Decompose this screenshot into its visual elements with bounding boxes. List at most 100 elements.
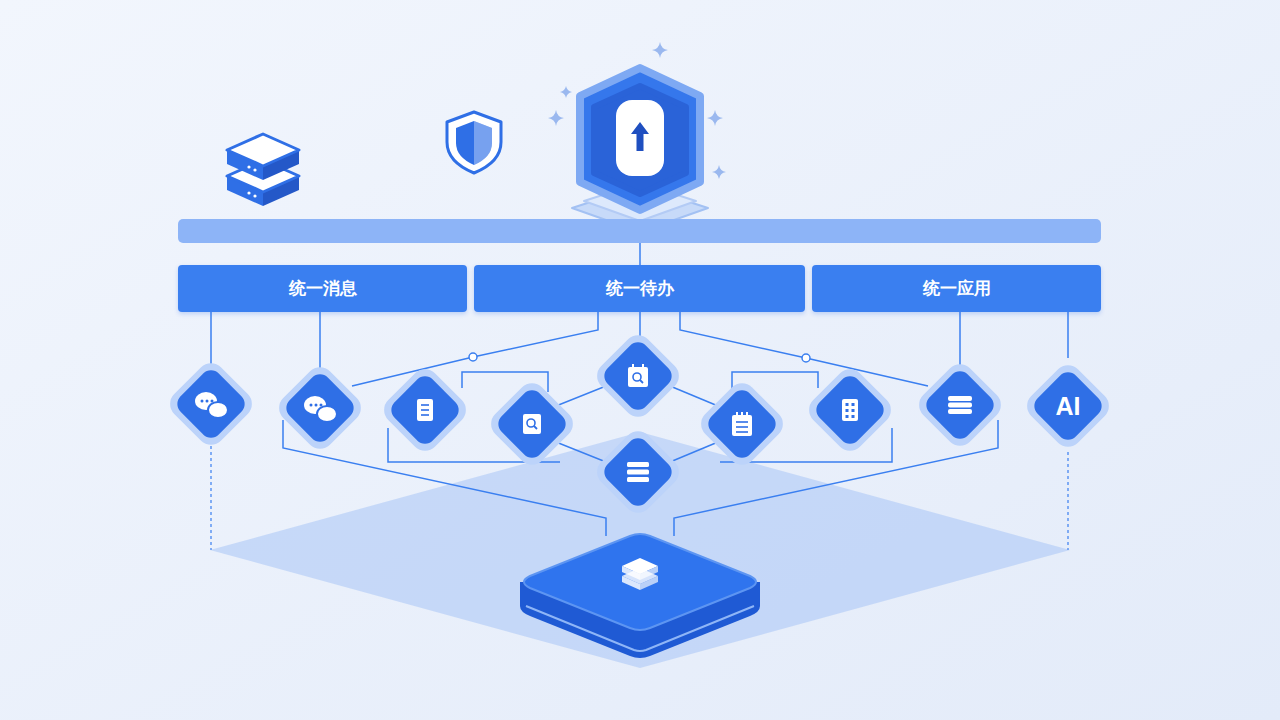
notepad-ring bbox=[746, 412, 748, 417]
diamond-face bbox=[387, 372, 463, 448]
calendar-search-diamond bbox=[591, 329, 684, 422]
building-window bbox=[846, 415, 849, 418]
top-bar bbox=[178, 219, 1101, 243]
server-top bbox=[227, 134, 299, 166]
server-light bbox=[247, 191, 250, 194]
wires bbox=[211, 312, 998, 536]
list-row bbox=[948, 403, 972, 408]
document-diamond bbox=[378, 363, 471, 456]
connector-line bbox=[1067, 312, 1069, 358]
notepad-icon bbox=[732, 415, 752, 436]
chat-dot bbox=[310, 404, 313, 407]
chat-diamond bbox=[164, 357, 257, 450]
diamond-glow bbox=[695, 377, 788, 470]
chat-dot bbox=[206, 400, 209, 403]
diamond-glow bbox=[164, 357, 257, 450]
calendar-tick bbox=[642, 364, 644, 369]
shield-highlight bbox=[474, 121, 492, 165]
diamond-glow bbox=[913, 358, 1006, 451]
notepad-line bbox=[736, 426, 748, 428]
wire bbox=[680, 312, 928, 386]
upload-arrow bbox=[631, 122, 649, 151]
wire bbox=[319, 312, 321, 370]
sparkle bbox=[548, 110, 564, 126]
shield-inner bbox=[456, 121, 492, 165]
list-row bbox=[948, 409, 972, 414]
document-line bbox=[421, 409, 429, 411]
chat-dot bbox=[315, 404, 318, 407]
diamond-glow bbox=[273, 361, 366, 454]
document-line bbox=[421, 414, 429, 416]
wire bbox=[639, 312, 641, 338]
stack-layer bbox=[627, 462, 649, 467]
building-icon bbox=[842, 399, 858, 421]
band-label: 统一消息 bbox=[289, 277, 357, 300]
chat-dot bbox=[201, 400, 204, 403]
hexagon-panel bbox=[616, 100, 664, 176]
magnifier-handle bbox=[534, 426, 537, 429]
diamond-face bbox=[600, 338, 676, 414]
sparkle bbox=[707, 110, 723, 126]
document-line bbox=[421, 404, 429, 406]
magnifier bbox=[633, 373, 641, 381]
calendar-icon bbox=[628, 367, 648, 387]
upload-hexagon bbox=[580, 68, 700, 210]
shield-icon bbox=[447, 112, 501, 173]
stack-layer bbox=[627, 470, 649, 475]
diamond-face bbox=[922, 367, 998, 443]
document-icon bbox=[417, 399, 433, 421]
search-diamond bbox=[485, 377, 578, 470]
wire-joint bbox=[802, 354, 810, 362]
magnifier-handle bbox=[640, 380, 643, 383]
server-top bbox=[622, 568, 658, 584]
wire bbox=[556, 442, 606, 462]
notepad-line bbox=[736, 421, 748, 423]
wire bbox=[556, 386, 606, 406]
diamond-face bbox=[812, 372, 888, 448]
building-window bbox=[852, 409, 855, 412]
diamond-face bbox=[704, 386, 780, 462]
base-server-icon bbox=[622, 558, 658, 590]
building-window bbox=[852, 403, 855, 406]
diamond-face bbox=[282, 370, 358, 446]
wire bbox=[670, 386, 718, 406]
list-diamond bbox=[913, 358, 1006, 451]
diamond-face bbox=[494, 386, 570, 462]
hexagon-inner bbox=[594, 86, 686, 194]
sparkle bbox=[652, 42, 668, 58]
chat-dot bbox=[320, 404, 323, 407]
diamond-glow bbox=[485, 377, 578, 470]
notepad-line bbox=[736, 431, 748, 433]
wire bbox=[210, 312, 212, 366]
chat-bubble bbox=[208, 402, 228, 418]
sparkle bbox=[712, 165, 726, 179]
wire bbox=[959, 312, 961, 367]
platform-plane bbox=[210, 432, 1070, 668]
ai-diamond: AI bbox=[1020, 358, 1116, 454]
wire bbox=[352, 312, 598, 386]
building-window bbox=[852, 415, 855, 418]
diamond-face bbox=[173, 366, 249, 442]
base-top bbox=[524, 534, 756, 630]
chat-diamond bbox=[273, 361, 366, 454]
wire bbox=[639, 243, 641, 265]
building-window bbox=[846, 403, 849, 406]
chat-bubble bbox=[317, 406, 337, 422]
diamond-glow bbox=[591, 329, 684, 422]
category-band: 统一应用 bbox=[812, 265, 1101, 312]
notepad-ring bbox=[736, 412, 738, 417]
search-doc-icon bbox=[523, 414, 541, 434]
server-light bbox=[253, 194, 256, 197]
wire bbox=[670, 442, 718, 462]
magnifier bbox=[527, 419, 535, 427]
diamond-label: AI bbox=[1056, 392, 1081, 421]
notepad-diamond bbox=[695, 377, 788, 470]
stack-layer bbox=[627, 477, 649, 482]
diamond-glow bbox=[378, 363, 471, 456]
diamond-face bbox=[1030, 368, 1106, 444]
server-icon bbox=[227, 134, 299, 206]
